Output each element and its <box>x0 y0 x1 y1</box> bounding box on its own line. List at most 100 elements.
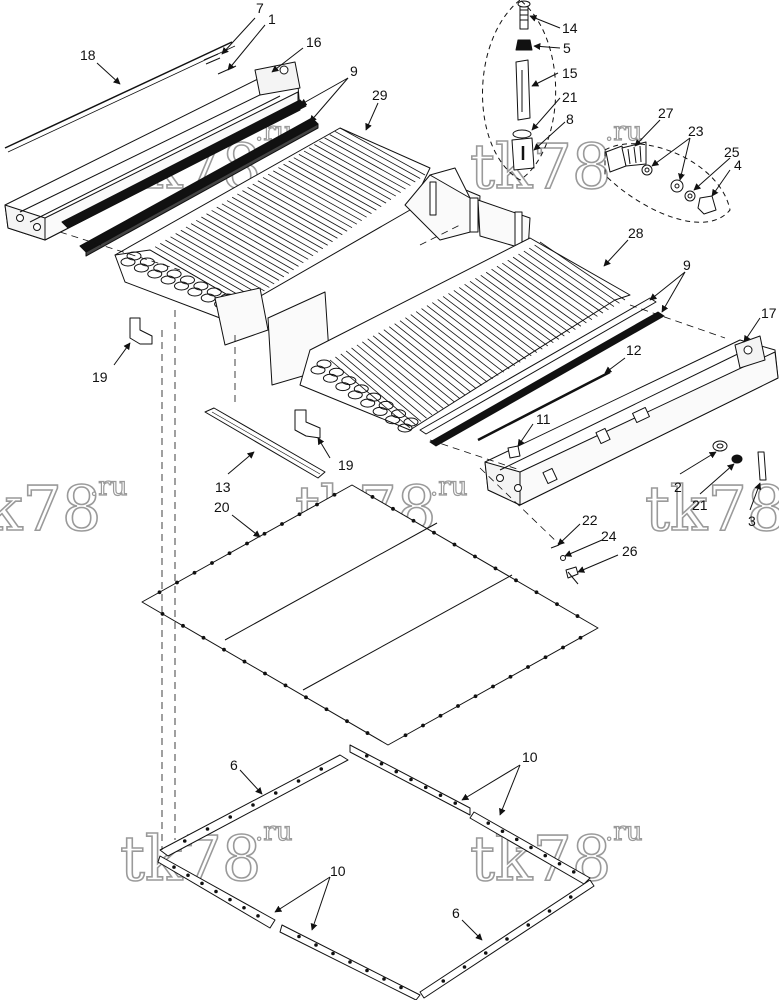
part-18-rod <box>4 41 233 149</box>
coil-fin <box>226 200 319 253</box>
strip-hole <box>256 914 260 918</box>
coil-fin <box>464 284 549 347</box>
coil-fin <box>480 274 565 337</box>
callout-22: 22 <box>582 512 598 528</box>
part-18-rod-edge <box>7 45 236 153</box>
tube-end <box>206 287 222 297</box>
part-19-bracket-left <box>129 317 153 345</box>
tube-end <box>391 409 407 419</box>
part-12-rod <box>477 370 611 442</box>
callout-7: 7 <box>256 0 264 16</box>
coil-fin <box>185 226 280 281</box>
coil-fin <box>319 140 406 190</box>
coil-fin <box>512 256 598 317</box>
tube-end <box>153 263 169 273</box>
callout-labels: 7 1 16 18 9 29 14 5 15 21 8 27 23 25 4 2… <box>80 0 777 921</box>
coil-fin <box>175 233 270 288</box>
callout-9-top: 9 <box>350 63 358 79</box>
panel-hole <box>514 578 518 583</box>
callout-16: 16 <box>306 34 322 50</box>
strip-hole <box>182 839 187 843</box>
strip-hole <box>365 968 369 973</box>
panel-hole <box>578 635 583 640</box>
callout-13: 13 <box>215 479 231 495</box>
tube-end <box>378 400 394 410</box>
strip-hole <box>364 754 369 758</box>
panel-hole <box>432 530 436 535</box>
panel-hole <box>297 512 302 517</box>
panel-hole <box>452 542 457 547</box>
watermark-suffix: .ru <box>90 472 127 502</box>
panel-hole <box>304 695 308 700</box>
strip-hole <box>543 853 548 858</box>
tube-end <box>180 275 195 285</box>
coil-fin <box>399 320 482 386</box>
panel-hole <box>160 612 165 616</box>
coil-fin <box>372 335 455 403</box>
coil-fin <box>242 190 333 243</box>
right-frame-channel <box>484 335 779 506</box>
panel-hole <box>315 502 319 507</box>
strip-hole <box>379 761 384 766</box>
coil-fin <box>394 323 477 389</box>
coil-fin <box>267 173 358 225</box>
part-19-bracket-right <box>294 409 321 439</box>
callout-27: 27 <box>658 105 674 121</box>
projection-lines <box>59 224 726 850</box>
panel-hole <box>411 518 416 523</box>
strip-hole <box>251 803 255 807</box>
part-20-panel <box>141 484 599 746</box>
strip-hole <box>462 965 467 969</box>
coil-fin <box>432 302 515 366</box>
coil-fin <box>190 223 285 278</box>
panel-hole <box>555 602 559 607</box>
watermark-suffix: .ru <box>430 472 467 502</box>
panel-hole <box>263 671 267 676</box>
strip-hole <box>423 785 428 790</box>
part-9-seal-strips-right <box>419 297 665 447</box>
coil-fin <box>426 305 510 370</box>
coil-fin <box>388 326 471 393</box>
tube-end <box>403 417 419 427</box>
callout-5: 5 <box>563 40 571 56</box>
panel-hole <box>403 733 408 738</box>
callout-11: 11 <box>536 411 551 427</box>
panel-hole <box>242 659 247 664</box>
panel-hole <box>222 647 226 652</box>
strip-hole <box>514 837 519 842</box>
callout-10-right: 10 <box>522 749 538 765</box>
tube-end <box>166 269 182 279</box>
coil-fin <box>180 229 275 285</box>
callout-6-left: 6 <box>230 757 238 773</box>
coil-fin <box>308 147 397 197</box>
coil-fin <box>221 203 314 257</box>
strip-hole <box>319 767 324 771</box>
strip-hole <box>228 897 232 902</box>
callout-1: 1 <box>268 11 276 27</box>
panel-hole <box>192 570 197 575</box>
part-9-seal-strips-left <box>61 99 319 257</box>
panel-hole <box>534 590 539 595</box>
coil-fin <box>278 167 367 218</box>
panel-hole <box>575 614 580 618</box>
strip-hole <box>297 934 301 939</box>
callout-15: 15 <box>562 65 578 81</box>
strip-hole <box>314 943 318 947</box>
panel-hole <box>526 665 530 669</box>
panel-hole <box>508 674 513 679</box>
panel-hole <box>345 719 349 724</box>
panel-hole <box>456 704 460 708</box>
watermark-suffix: .ru <box>605 817 642 847</box>
strip-hole <box>296 779 301 783</box>
coil-fin <box>206 213 299 267</box>
callout-21-top: 21 <box>562 89 578 105</box>
strip-hole <box>172 865 176 869</box>
callout-19-right: 19 <box>338 457 354 473</box>
callout-29: 29 <box>372 87 388 103</box>
right-small-parts <box>712 440 767 481</box>
coil-fin <box>362 341 444 409</box>
vertical-hanger-assembly <box>511 0 535 171</box>
coil-fin <box>165 239 260 295</box>
coil-fin <box>314 144 401 193</box>
watermark-text: tk78 <box>0 472 101 545</box>
